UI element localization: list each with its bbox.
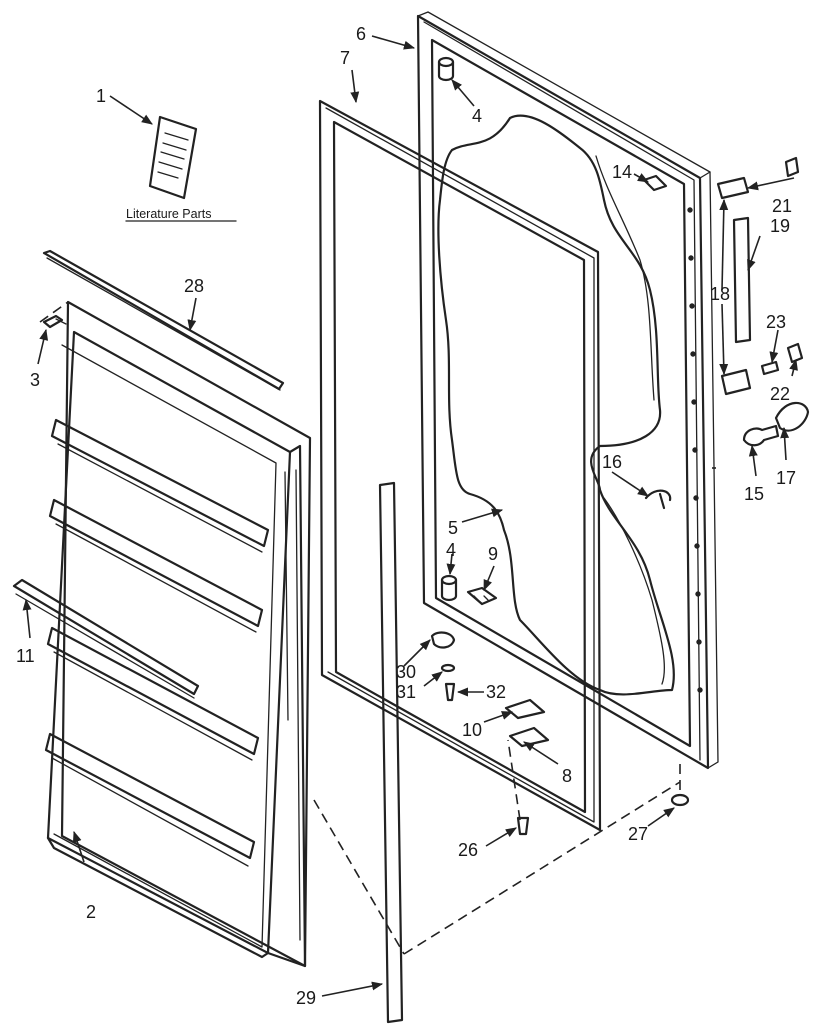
callout-8: 8 [562, 766, 572, 786]
lock-part-15 [742, 424, 780, 447]
callout-19: 19 [770, 216, 790, 236]
callout-labels: 1 2 3 4 4 5 6 7 8 9 10 11 14 15 16 17 18… [16, 24, 796, 1008]
literature-booklet: Literature Parts [125, 115, 237, 222]
screw-part-26 [516, 816, 530, 836]
screw-part-3 [42, 314, 67, 329]
callout-15: 15 [744, 484, 764, 504]
hinge-plate-part-30 [430, 631, 456, 649]
door-inner-panel [44, 300, 312, 968]
handle-end-cap-top [716, 176, 750, 200]
callout-26: 26 [458, 840, 478, 860]
hook-part-16 [644, 489, 672, 510]
screw-part-23 [760, 360, 780, 376]
shelf-bar-part-11 [12, 578, 200, 699]
callout-11: 11 [16, 646, 35, 666]
plug-part-22 [786, 342, 804, 364]
assembly-lines [39, 301, 681, 955]
callout-18: 18 [710, 284, 730, 304]
callout-31: 31 [396, 682, 416, 702]
callout-1: 1 [96, 86, 106, 106]
plug-part-21 [784, 156, 800, 178]
handle-tube [732, 216, 752, 344]
callout-6: 6 [356, 24, 366, 44]
bushing-top-part-4 [437, 56, 455, 82]
outer-door-frame [416, 11, 719, 770]
bracket-part-9 [466, 586, 498, 606]
clip-part-14 [642, 174, 668, 192]
callout-3: 3 [30, 370, 40, 390]
callout-5: 5 [448, 518, 458, 538]
callout-4-top: 4 [472, 106, 482, 126]
callout-7: 7 [340, 48, 350, 68]
bracket-part-8 [508, 726, 550, 748]
vertical-strip-part-29 [378, 481, 404, 1024]
callout-22: 22 [770, 384, 790, 404]
screw-part-32 [444, 682, 456, 702]
callout-16: 16 [602, 452, 622, 472]
key-part-17 [774, 401, 810, 432]
frame-rivets [687, 207, 703, 693]
top-trim-strip [42, 249, 285, 391]
foot-part-27 [670, 793, 690, 807]
leader-lines [22, 35, 798, 997]
callout-14: 14 [612, 162, 632, 182]
callout-17: 17 [776, 468, 796, 488]
callout-29: 29 [296, 988, 316, 1008]
handle-assembly [716, 156, 810, 447]
callout-10: 10 [462, 720, 482, 740]
callout-27: 27 [628, 824, 648, 844]
callout-30: 30 [396, 662, 416, 682]
callout-32: 32 [486, 682, 506, 702]
callout-28: 28 [184, 276, 204, 296]
bushing-bottom-part-4 [440, 574, 458, 602]
inner-frame-gasket [318, 99, 602, 832]
callout-21: 21 [772, 196, 792, 216]
handle-end-cap-bottom [720, 368, 752, 396]
callout-4-bottom: 4 [446, 540, 456, 560]
literature-parts-label: Literature Parts [126, 207, 211, 221]
callout-9: 9 [488, 544, 498, 564]
door-insulation [437, 114, 675, 696]
washer-part-31 [440, 663, 456, 673]
callout-23: 23 [766, 312, 786, 332]
bracket-part-10 [504, 698, 546, 720]
callout-2: 2 [86, 902, 96, 922]
